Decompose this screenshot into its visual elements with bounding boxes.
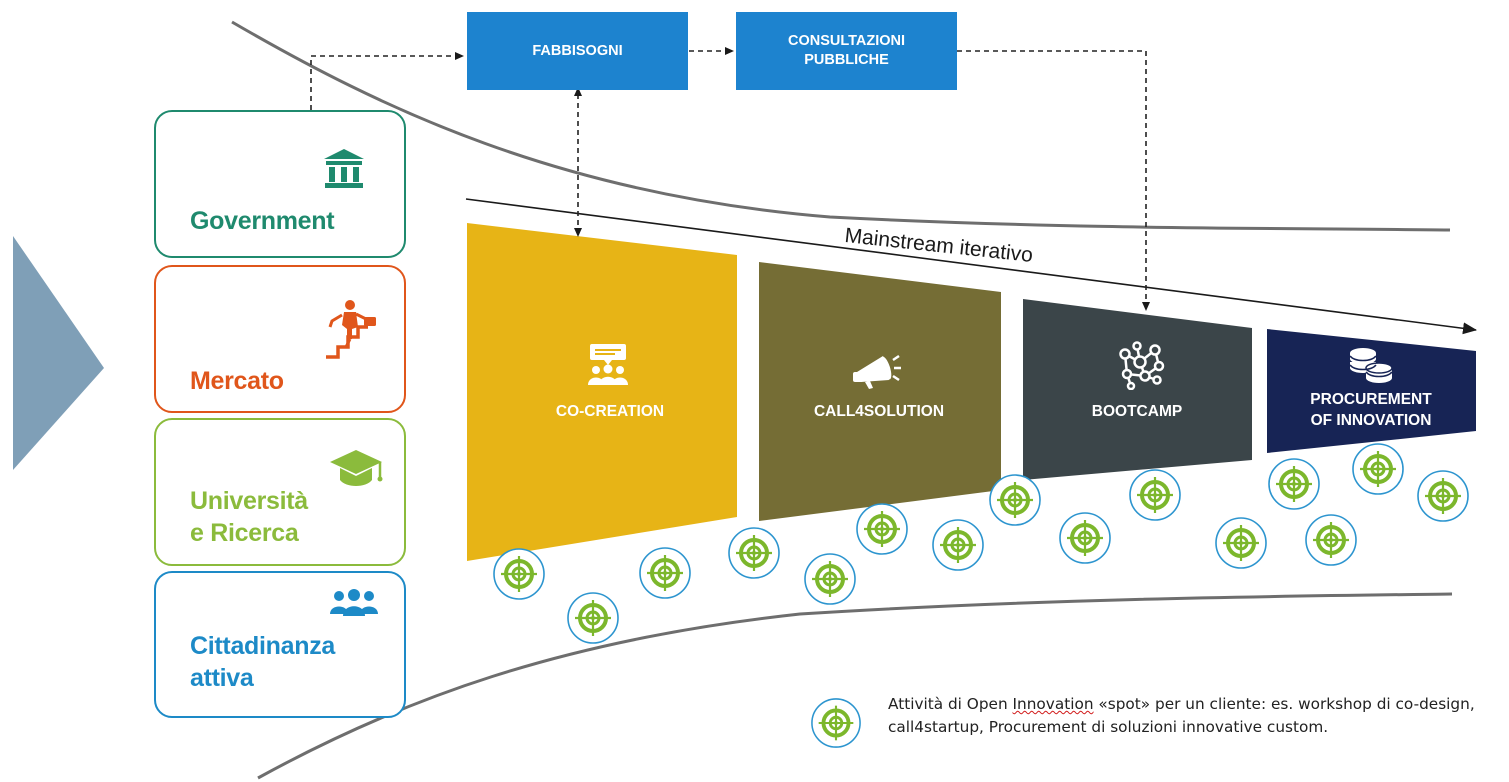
target-icon: [932, 519, 984, 571]
funnel-bottom-curve: [257, 592, 1453, 780]
target-icon: [728, 527, 780, 579]
consultazioni-pubbliche-box: CONSULTAZIONI PUBBLICHE: [736, 12, 957, 90]
target-icon: [1059, 512, 1111, 564]
big-arrow-icon: [13, 236, 104, 470]
dashed-connector-consultazioni-bootcamp: [957, 50, 1150, 311]
stakeholder-card-universita: Università e Ricerca: [154, 418, 406, 566]
phase-co-creation-shape: [467, 223, 737, 561]
network-nodes-icon: [1119, 341, 1165, 390]
phase-label-procurement: PROCUREMENT OF INNOVATION: [1310, 391, 1432, 429]
phase-bootcamp-shape: [1023, 299, 1252, 480]
stakeholder-card-government: Government: [154, 110, 406, 258]
legend-text-part: «spot» per un cliente: es. workshop di c…: [888, 695, 1475, 737]
co-creation-meeting-icon: [588, 344, 628, 385]
target-icon: [804, 553, 856, 605]
mainstream-arrow: [465, 198, 1477, 335]
target-icon: [856, 503, 908, 555]
dashed-connector-government-fabbisogni: [310, 52, 464, 110]
stakeholder-label-government: Government: [190, 207, 335, 235]
legend-text-underlined: Innovation: [1012, 695, 1094, 713]
stakeholder-label-universita: Università e Ricerca: [190, 487, 308, 547]
phase-label-co-creation: CO-CREATION: [555, 403, 665, 420]
stakeholder-label-mercato: Mercato: [190, 367, 284, 395]
phase-label-bootcamp: BOOTCAMP: [1091, 403, 1183, 420]
phase-call4solution-shape: [759, 262, 1001, 521]
target-icon: [1417, 470, 1469, 522]
target-icon: [989, 474, 1041, 526]
legend-text: Attività di Open Innovation «spot» per u…: [888, 693, 1498, 740]
target-icon: [1215, 517, 1267, 569]
target-icon: [1352, 443, 1404, 495]
phase-procurement-shape: [1267, 329, 1476, 453]
legend-text-part: Attività di Open: [888, 695, 1013, 713]
stakeholder-card-mercato: Mercato: [154, 265, 406, 413]
target-icon: [1305, 514, 1357, 566]
business-person-climbing-icon: [326, 300, 376, 359]
fabbisogni-box: FABBISOGNI: [467, 12, 688, 90]
stakeholder-card-cittadinanza: Cittadinanza attiva: [154, 571, 406, 718]
target-icon: [1268, 458, 1320, 510]
legend-target-icon: [811, 698, 861, 748]
government-building-icon: [324, 149, 364, 188]
target-icon: [567, 592, 619, 644]
megaphone-icon: [853, 354, 901, 389]
people-group-icon: [330, 589, 378, 616]
stakeholder-label-cittadinanza: Cittadinanza attiva: [190, 632, 336, 692]
graduation-cap-icon: [330, 450, 383, 486]
phase-label-call4solution: CALL4SOLUTION: [813, 403, 945, 420]
target-icon: [1129, 469, 1181, 521]
coins-stack-icon: [1349, 348, 1393, 383]
funnel-top-curve: [231, 20, 1451, 232]
target-icon: [493, 548, 545, 600]
target-icon: [639, 547, 691, 599]
